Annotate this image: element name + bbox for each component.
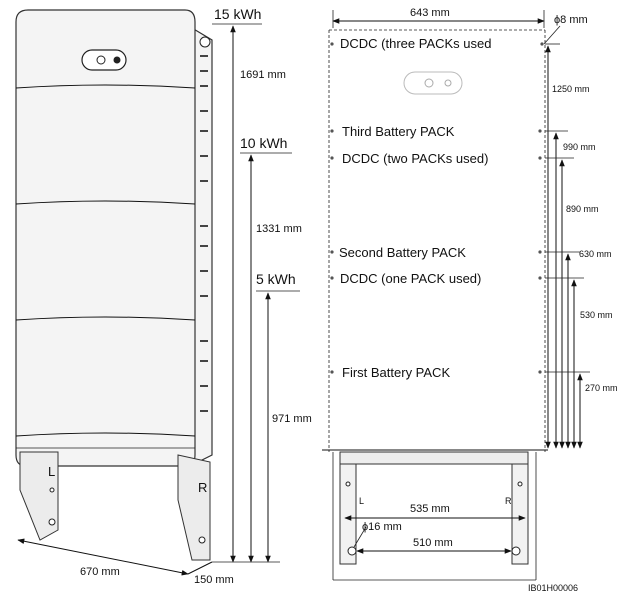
capacity-label-10kwh: 10 kWh <box>240 135 287 151</box>
bottom-bracket-right-leg <box>511 463 529 565</box>
width-670: 670 mm <box>80 566 120 578</box>
hole-right-icon <box>511 546 521 556</box>
capacity-label-5kwh: 5 kWh <box>256 271 296 287</box>
position-label-dcdc-one: DCDC (one PACK used) <box>340 271 481 286</box>
depth-150: 150 mm <box>194 574 234 586</box>
dcdc-module-seam <box>15 84 196 89</box>
height-990: 990 mm <box>563 142 596 152</box>
bottom-bracket-left-leg <box>339 463 357 565</box>
height-1250: 1250 mm <box>552 84 590 94</box>
height-890: 890 mm <box>566 204 599 214</box>
side-vents <box>200 55 208 412</box>
right-height-arrows <box>538 42 590 449</box>
bottom-bracket-bar <box>339 451 529 465</box>
position-label-pack1: First Battery PACK <box>342 365 450 380</box>
display-panel <box>81 49 127 71</box>
hole-diameter-16: ϕ16 mm <box>362 521 402 533</box>
position-label-dcdc-two: DCDC (two PACKs used) <box>342 151 488 166</box>
height-1691: 1691 mm <box>240 69 286 81</box>
wall-template: 643 mm ϕ8 mm DCDC (three PACKs used Thir… <box>322 7 618 581</box>
capacity-label-15kwh: 15 kWh <box>214 6 261 22</box>
figure-id: IB01H00006 <box>528 583 578 593</box>
battery-stack-drawing: L R <box>15 9 213 561</box>
bracket-width-535: 535 mm <box>410 503 450 515</box>
hole-diameter-8: ϕ8 mm <box>554 14 588 26</box>
height-630: 630 mm <box>579 249 612 259</box>
position-label-pack2: Second Battery PACK <box>339 245 466 260</box>
position-label-dcdc-three: DCDC (three PACKs used <box>340 36 491 51</box>
hole-left-icon <box>347 546 357 556</box>
height-971: 971 mm <box>272 413 312 425</box>
template-width-643: 643 mm <box>410 7 450 19</box>
left-bracket <box>19 451 59 541</box>
left-dimensions: 15 kWh 1691 mm 10 kWh 1331 mm 5 kWh 971 … <box>17 6 312 586</box>
position-label-pack3: Third Battery PACK <box>342 124 455 139</box>
hole-spacing-510: 510 mm <box>413 537 453 549</box>
stack-front-face <box>15 9 196 467</box>
bottom-left-letter: L <box>359 496 364 506</box>
height-1331: 1331 mm <box>256 223 302 235</box>
bottom-right-letter: R <box>505 496 512 506</box>
logo-icon <box>96 55 106 65</box>
height-270: 270 mm <box>585 383 618 393</box>
pack1-seam <box>15 432 196 437</box>
top-connector-icon <box>199 36 211 48</box>
height-530: 530 mm <box>580 310 613 320</box>
right-bracket <box>177 454 211 561</box>
left-bracket-letter: L <box>48 464 55 479</box>
pack3-seam <box>15 200 196 205</box>
power-button-icon <box>113 56 121 64</box>
pack2-seam <box>15 316 196 321</box>
right-bracket-letter: R <box>198 480 207 495</box>
